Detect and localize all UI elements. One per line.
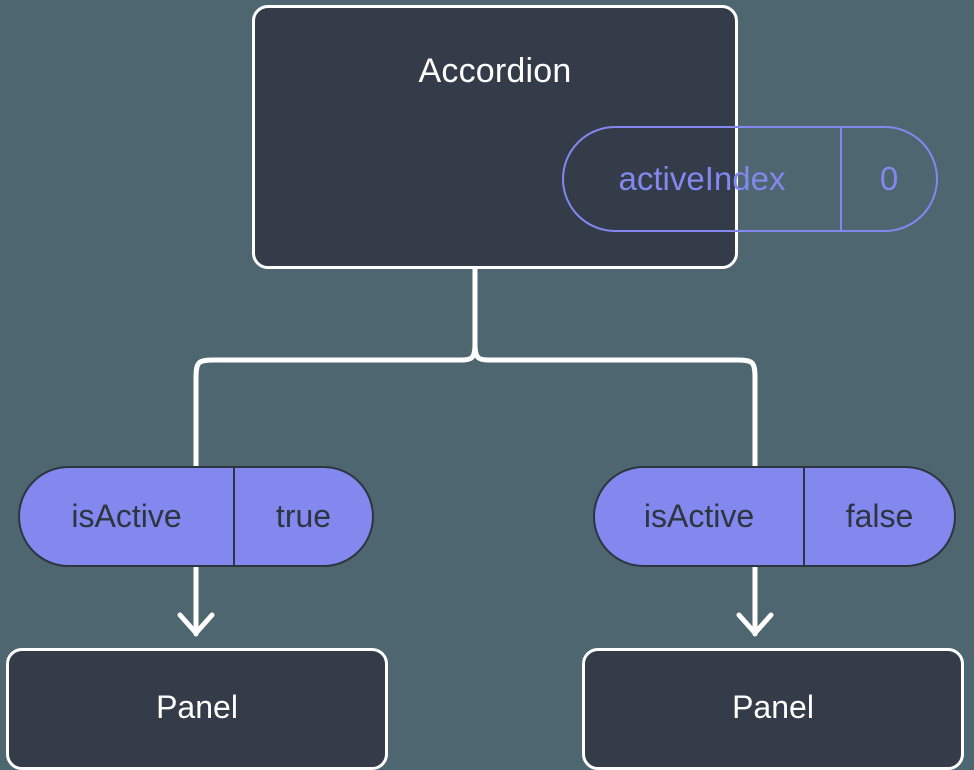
node-accordion[interactable]: Accordion activeIndex 0 [252,5,938,269]
panel-title: Panel [156,688,238,725]
state-pill-active-index[interactable]: activeIndex 0 [562,126,938,232]
state-pill-key: activeIndex [564,128,842,230]
prop-pill-value: false [845,498,914,534]
prop-pill-key: isActive [20,468,235,565]
node-panel-right[interactable]: Panel [582,648,964,770]
panel-title: Panel [732,688,814,725]
prop-pill-value: true [275,498,332,534]
arrow-right-head-icon [736,612,774,636]
prop-pill-is-active-false[interactable]: isActive false [593,466,956,567]
node-panel-left[interactable]: Panel [6,648,388,770]
accordion-title: Accordion [418,52,572,90]
arrow-left-head-icon [177,612,215,636]
prop-pill-is-active-true[interactable]: isActive true [18,466,374,567]
connector-branch-right [472,341,758,469]
connector-trunk-split [193,265,478,469]
state-pill-value: 0 [879,160,899,197]
prop-pill-key: isActive [595,468,805,565]
